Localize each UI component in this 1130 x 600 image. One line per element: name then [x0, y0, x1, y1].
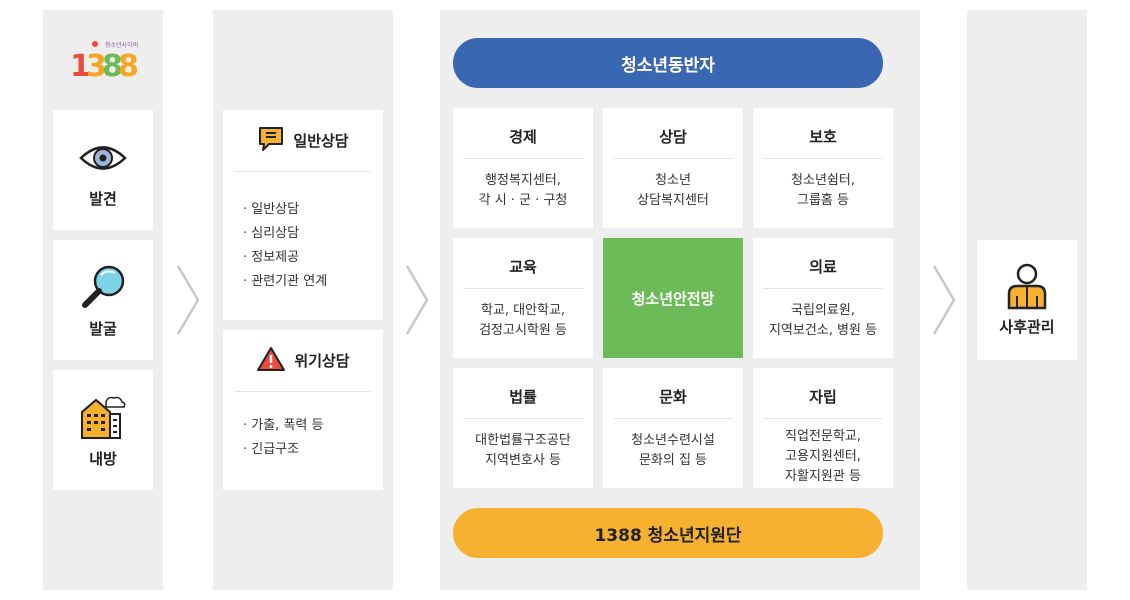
svg-text:8: 8: [118, 49, 138, 84]
svg-text:3: 3: [86, 49, 107, 84]
aftercare-box: 사후관리: [977, 240, 1077, 360]
network-cell-economy: 경제 행정복지센터, 각 시 · 군 · 구청: [453, 108, 593, 228]
cell-title: 문화: [659, 388, 687, 406]
divider: [763, 158, 883, 159]
chat-icon: [257, 125, 285, 157]
youth-companion-pill: 청소년동반자: [453, 38, 883, 88]
stage-label: 내방: [89, 450, 117, 468]
svg-text:1: 1: [70, 49, 91, 84]
cell-title: 보호: [809, 128, 837, 146]
cell-title: 의료: [809, 258, 837, 276]
stage-excavate: 발굴: [53, 240, 153, 360]
crisis-counsel-box: 위기상담 가출, 폭력 등 긴급구조: [223, 330, 383, 490]
cell-title: 경제: [509, 128, 537, 146]
crisis-counsel-title: 위기상담: [294, 352, 350, 370]
crisis-counsel-header: 위기상담: [235, 330, 371, 392]
list-item: 일반상담: [243, 198, 383, 222]
magnifier-icon: [79, 264, 127, 310]
network-cell-independence: 자립 직업전문학교, 고용지원센터, 자활지원관 등: [753, 368, 893, 488]
crisis-counsel-list: 가출, 폭력 등 긴급구조: [223, 392, 383, 462]
stage-discover: 발견: [53, 110, 153, 230]
network-center-cell: 청소년안전망: [603, 238, 743, 358]
chevron-right-icon: [932, 265, 956, 335]
cell-desc: 국립의료원, 지역보건소, 병원 등: [768, 303, 878, 338]
divider: [613, 158, 733, 159]
cell-desc: 대한법률구조공단 지역변호사 등: [475, 433, 571, 468]
list-item: 긴급구조: [243, 438, 383, 462]
aftercare-label: 사후관리: [999, 318, 1055, 336]
warning-icon: [256, 345, 286, 377]
general-counsel-box: 일반상담 일반상담 심리상담 정보제공 관련기관 연계: [223, 110, 383, 320]
divider: [463, 288, 583, 289]
building-icon: [78, 394, 128, 440]
divider: [763, 288, 883, 289]
general-counsel-header: 일반상담: [235, 110, 371, 172]
support-group-pill: 1388 청소년지원단: [453, 508, 883, 558]
network-cell-education: 교육 학교, 대안학교, 검정고시학원 등: [453, 238, 593, 358]
cell-title: 교육: [509, 258, 537, 276]
cell-desc: 청소년수련시설 문화의 집 등: [631, 433, 715, 468]
cell-desc: 청소년 상담복지센터: [637, 173, 709, 208]
network-center-label: 청소년안전망: [631, 289, 715, 308]
list-item: 관련기관 연계: [243, 270, 383, 294]
stage-visit: 내방: [53, 370, 153, 490]
list-item: 정보제공: [243, 246, 383, 270]
counsel-column: 일반상담 일반상담 심리상담 정보제공 관련기관 연계 위기상담 가출, 폭력 …: [213, 10, 393, 590]
cell-desc: 직업전문학교, 고용지원센터, 자활지원관 등: [785, 429, 861, 484]
cell-title: 자립: [809, 388, 837, 406]
network-cell-protection: 보호 청소년쉼터, 그룹홈 등: [753, 108, 893, 228]
cell-desc: 행정복지센터, 각 시 · 군 · 구청: [478, 173, 568, 208]
chevron-right-icon: [405, 265, 429, 335]
cell-title: 상담: [659, 128, 687, 146]
aftercare-column: 사후관리: [967, 10, 1087, 590]
divider: [613, 418, 733, 419]
cell-title: 법률: [509, 388, 537, 406]
network-cell-culture: 문화 청소년수련시설 문화의 집 등: [603, 368, 743, 488]
list-item: 심리상담: [243, 222, 383, 246]
svg-text:8: 8: [102, 49, 123, 84]
cell-desc: 청소년쉼터, 그룹홈 등: [791, 173, 855, 208]
cell-desc: 학교, 대안학교, 검정고시학원 등: [479, 303, 567, 338]
network-cell-legal: 법률 대한법률구조공단 지역변호사 등: [453, 368, 593, 488]
list-item: 가출, 폭력 등: [243, 414, 383, 438]
network-cell-counsel: 상담 청소년 상담복지센터: [603, 108, 743, 228]
svg-text:청소년사이버상담: 청소년사이버상담: [105, 41, 138, 49]
stage-label: 발견: [89, 190, 117, 208]
stage-label: 발굴: [89, 320, 117, 338]
network-cell-medical: 의료 국립의료원, 지역보건소, 병원 등: [753, 238, 893, 358]
stage-column: 청소년사이버상담 1 3 8 8 발견 발굴: [43, 10, 163, 590]
logo-1388: 청소년사이버상담 1 3 8 8: [68, 38, 150, 84]
divider: [463, 158, 583, 159]
general-counsel-list: 일반상담 심리상담 정보제공 관련기관 연계: [223, 172, 383, 294]
person-icon: [1005, 262, 1049, 310]
network-column: 청소년동반자 경제 행정복지센터, 각 시 · 군 · 구청 상담 청소년 상담…: [440, 10, 920, 590]
divider: [763, 418, 883, 419]
chevron-right-icon: [176, 265, 200, 335]
divider: [463, 418, 583, 419]
general-counsel-title: 일반상담: [293, 132, 349, 150]
eye-icon: [79, 138, 127, 178]
